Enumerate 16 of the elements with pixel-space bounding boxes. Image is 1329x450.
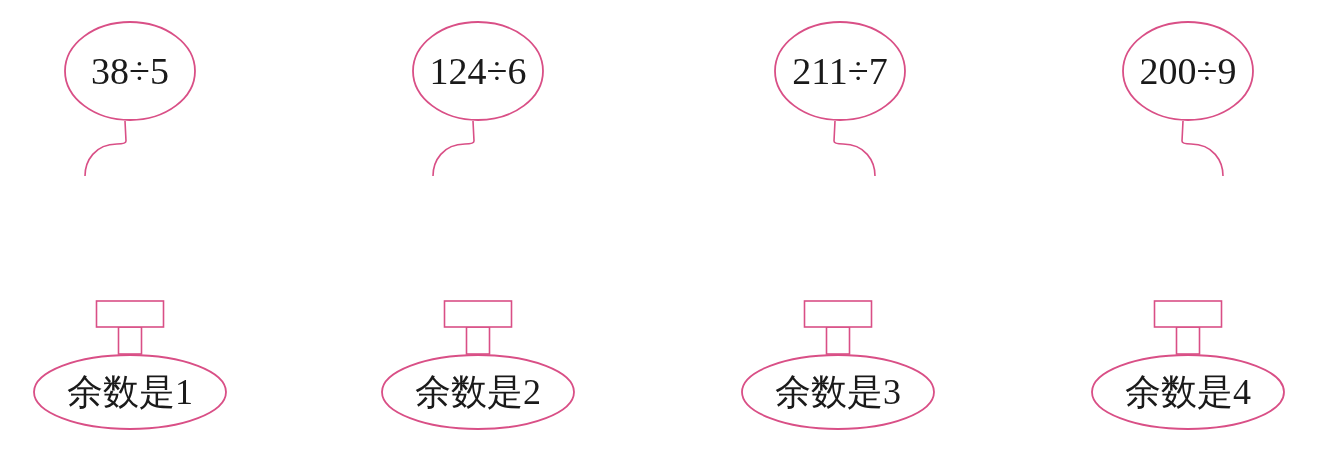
division-expression: 211÷7 xyxy=(792,52,888,90)
remainder-ellipse xyxy=(33,354,227,430)
division-expression: 38÷5 xyxy=(91,52,169,90)
balloon xyxy=(64,21,196,121)
remainder-ellipse xyxy=(381,354,575,430)
remainder-ellipse xyxy=(1091,354,1285,430)
balloon xyxy=(412,21,544,121)
remainder-label: 余数是4 xyxy=(1125,374,1251,410)
division-expression: 124÷6 xyxy=(429,52,527,90)
remainder-label: 余数是2 xyxy=(415,374,541,410)
remainder-label: 余数是1 xyxy=(67,374,193,410)
remainder-ellipse xyxy=(741,354,935,430)
remainder-label: 余数是3 xyxy=(775,374,901,410)
division-expression: 200÷9 xyxy=(1139,52,1237,90)
balloon xyxy=(1122,21,1254,121)
balloon xyxy=(774,21,906,121)
